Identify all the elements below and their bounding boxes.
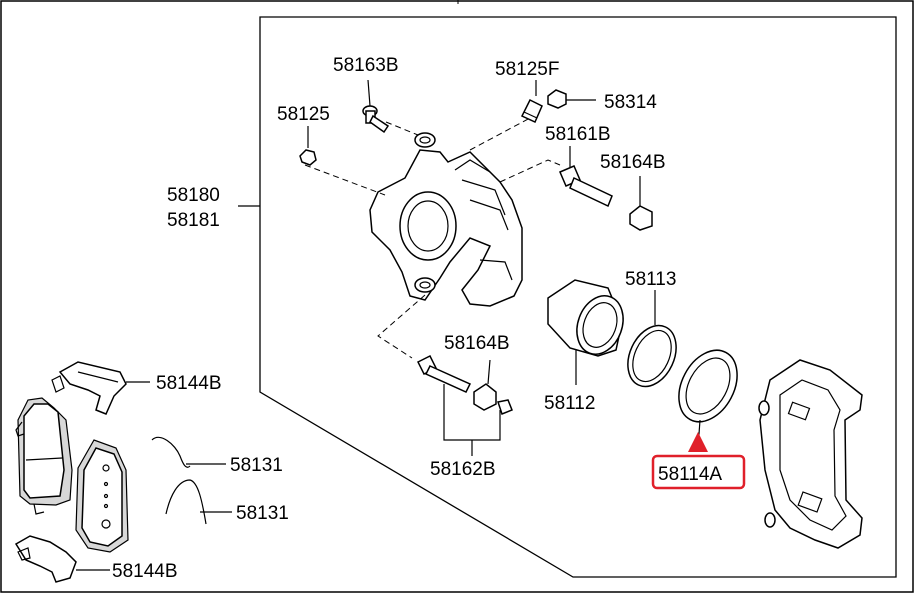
label-58162b: 58162B bbox=[430, 459, 496, 480]
guide-pin-58162b bbox=[416, 354, 513, 456]
assembly-panel bbox=[259, 16, 897, 578]
dash-line-right bbox=[499, 159, 561, 183]
dash-line-bolt bbox=[385, 121, 419, 136]
label-58125: 58125 bbox=[277, 104, 330, 125]
label-58125f: 58125F bbox=[495, 59, 559, 80]
bleeder-58125f bbox=[520, 80, 543, 124]
label-58164b-top: 58164B bbox=[600, 152, 666, 173]
bolt-58163b bbox=[362, 79, 390, 134]
label-58163b: 58163B bbox=[333, 55, 399, 76]
dash-line-top bbox=[304, 164, 386, 196]
brake-pad-outer bbox=[75, 439, 129, 553]
label-58131-b: 58131 bbox=[236, 503, 289, 524]
label-58161b: 58161B bbox=[545, 124, 611, 145]
guide-pin-58161b bbox=[559, 146, 613, 208]
seal-58113 bbox=[627, 290, 677, 388]
label-58144b-top: 58144B bbox=[156, 373, 222, 394]
label-58114a: 58114A bbox=[658, 464, 722, 485]
label-58144b-bottom: 58144B bbox=[112, 561, 178, 582]
brake-pad-inner bbox=[15, 397, 73, 515]
label-58181: 58181 bbox=[167, 210, 220, 231]
cap-58314 bbox=[547, 89, 596, 109]
label-58113: 58113 bbox=[625, 269, 676, 290]
label-58112: 58112 bbox=[544, 393, 595, 414]
label-58164b-mid: 58164B bbox=[444, 333, 510, 354]
boot-58164b-top bbox=[629, 176, 653, 231]
dash-line-bottom bbox=[377, 294, 426, 359]
highlight-box-58114a bbox=[651, 454, 746, 490]
dash-line-pin-top bbox=[469, 117, 531, 151]
label-58314: 58314 bbox=[604, 92, 657, 113]
caliper-body bbox=[369, 132, 523, 307]
dust-boot-58114a bbox=[678, 349, 738, 452]
label-58131-a: 58131 bbox=[230, 455, 283, 476]
piston-58112 bbox=[547, 279, 624, 385]
caliper-bracket bbox=[758, 359, 863, 549]
spring-58131-a bbox=[151, 436, 226, 468]
pad-clip-58144b-top bbox=[51, 361, 150, 415]
label-58180: 58180 bbox=[167, 185, 220, 206]
nut-58125 bbox=[299, 126, 317, 166]
spring-58131-b bbox=[165, 479, 232, 525]
highlight-arrow bbox=[688, 432, 708, 452]
pad-clip-58144b-bottom bbox=[14, 535, 110, 583]
